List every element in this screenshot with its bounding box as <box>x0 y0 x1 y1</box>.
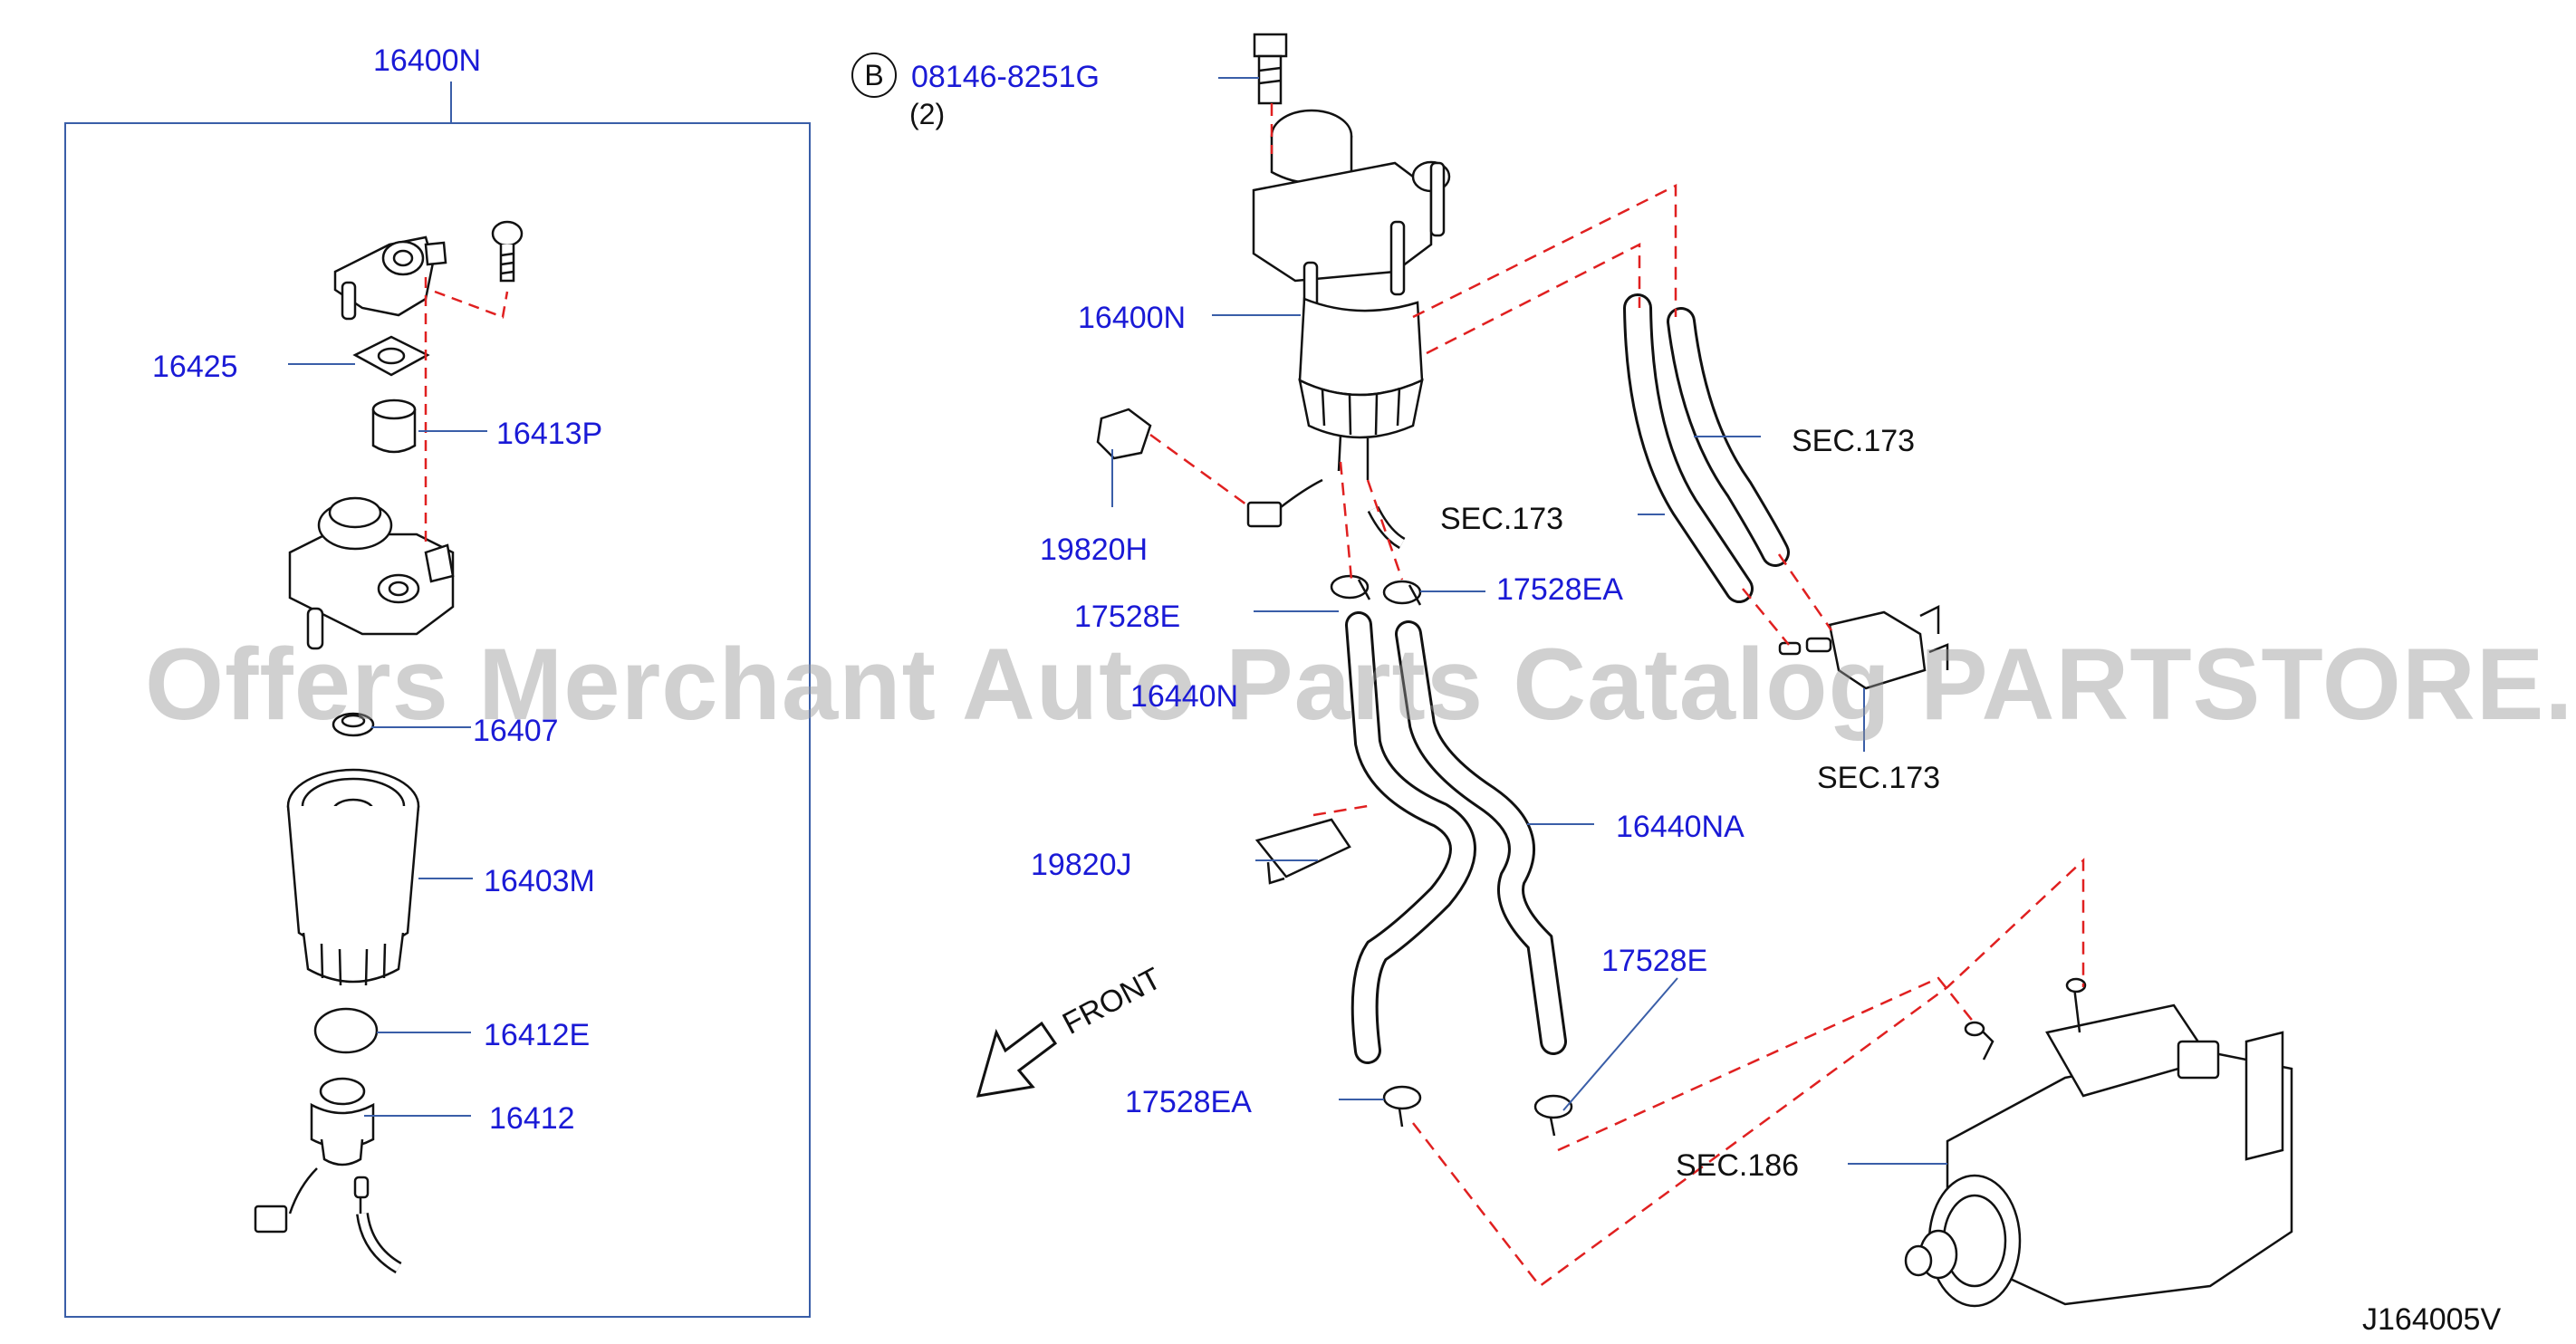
label-17528E-top: 17528E <box>1074 600 1181 634</box>
leaders-box <box>288 363 487 1117</box>
alignment-lines-box <box>424 277 509 543</box>
label-17528EA-bottom: 17528EA <box>1125 1085 1252 1119</box>
clamps-bottom[interactable] <box>1382 1085 1573 1137</box>
sec173-hoses-inner <box>1626 296 1787 600</box>
label-16412: 16412 <box>489 1101 575 1136</box>
fuel-filter-assembly[interactable] <box>1252 109 1451 480</box>
fuel-hoses-inner <box>1348 614 1564 1061</box>
label-sec173-c: SEC.173 <box>1817 761 1941 795</box>
screw-part[interactable] <box>491 220 524 283</box>
label-sec173-b: SEC.173 <box>1440 502 1564 536</box>
label-16403M: 16403M <box>484 864 595 898</box>
filter-head-lower[interactable] <box>288 496 455 650</box>
label-sec186: SEC.186 <box>1676 1148 1800 1183</box>
connector-19820h[interactable] <box>1096 408 1323 528</box>
label-16412E: 16412E <box>484 1018 591 1052</box>
label-16400N: 16400N <box>1078 301 1187 335</box>
clamps-top[interactable] <box>1330 574 1422 606</box>
clip-19820j[interactable] <box>1254 818 1351 885</box>
cap-part[interactable] <box>371 398 417 454</box>
label-16440N: 16440N <box>1130 679 1239 714</box>
watermark: Offers Merchant Auto Parts Catalog PARTS… <box>145 628 2576 741</box>
label-bolt-qty: (2) <box>909 98 946 130</box>
injection-pump[interactable] <box>1904 977 2293 1308</box>
bolt-marker: B <box>851 53 897 98</box>
label-16413P: 16413P <box>496 417 603 451</box>
diagram-code: J164005V <box>2362 1302 2502 1337</box>
oring-16412e[interactable] <box>313 1007 379 1054</box>
label-17528E-bottom: 17528E <box>1601 944 1708 978</box>
priming-pump-top[interactable] <box>333 235 447 321</box>
front-arrow <box>976 1021 1058 1098</box>
alignment-lines-right <box>1149 103 2085 1288</box>
label-sec173-a: SEC.173 <box>1792 424 1916 458</box>
label-19820J: 19820J <box>1031 848 1132 882</box>
water-sensor[interactable] <box>254 1077 402 1274</box>
assembly-box <box>64 82 811 1318</box>
filter-cartridge[interactable] <box>286 768 420 986</box>
label-box-title: 16400N <box>373 43 482 78</box>
gasket-part[interactable] <box>352 335 430 377</box>
label-16407: 16407 <box>473 714 559 748</box>
bolt-part[interactable] <box>1253 33 1288 105</box>
label-19820H: 19820H <box>1040 533 1149 567</box>
leaders-right <box>1111 314 1947 1165</box>
oring-16407[interactable] <box>332 712 375 737</box>
sec173-fitting[interactable] <box>1778 604 1949 690</box>
label-bolt-part: 08146-8251G <box>911 60 1100 94</box>
label-16440NA: 16440NA <box>1616 810 1745 844</box>
label-16425: 16425 <box>152 350 238 384</box>
label-17528EA-top: 17528EA <box>1496 572 1623 607</box>
